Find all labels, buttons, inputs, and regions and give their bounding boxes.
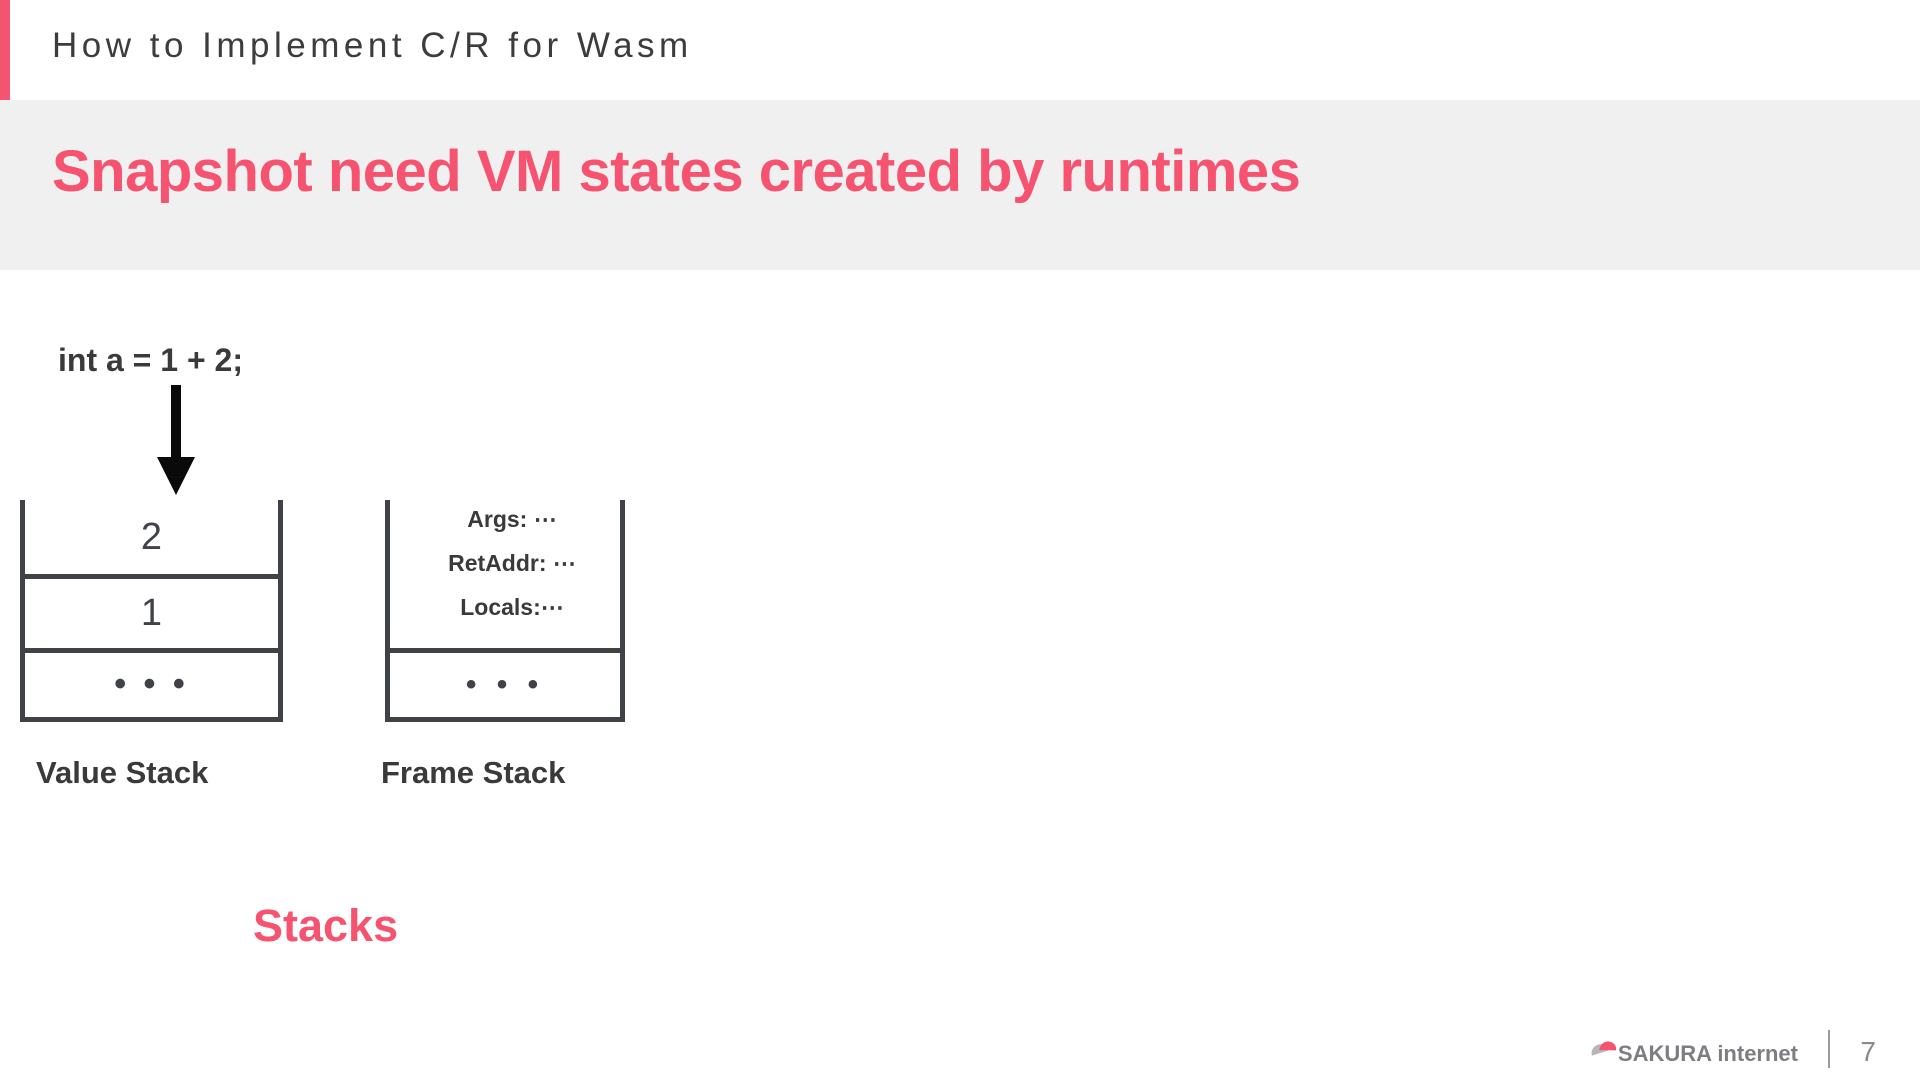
frame-field-retaddr: RetAddr: ⋯ — [448, 550, 576, 576]
footer-divider — [1828, 1030, 1830, 1068]
brand-name: SAKURA internet — [1617, 1041, 1798, 1066]
slide-header: How to Implement C/R for Wasm — [0, 0, 1920, 100]
slide-footer: SAKURA internet 7 — [1500, 1010, 1920, 1080]
page-title: How to Implement C/R for Wasm — [52, 26, 693, 65]
stacks-caption: Stacks — [253, 900, 399, 951]
value-stack-cell: • • • — [25, 648, 278, 722]
frame-stack-box: Args: ⋯ RetAddr: ⋯ Locals:⋯ • • • — [385, 500, 625, 722]
heading-text: Snapshot need VM states created by runti… — [52, 139, 1301, 204]
header-accent-bar — [0, 0, 10, 100]
heading-band: Snapshot need VM states created by runti… — [0, 100, 1920, 270]
value-stack-box: 2 1 • • • — [20, 500, 283, 722]
frame-stack-cell: Args: ⋯ RetAddr: ⋯ Locals:⋯ — [390, 500, 620, 648]
sakura-petal-icon — [1591, 1041, 1617, 1056]
down-arrow-icon — [157, 385, 195, 495]
value-stack-cell: 1 — [25, 574, 278, 648]
value-stack-cell: 2 — [140, 515, 163, 558]
diagram-area: int a = 1 + 2; 2 1 • • • Value Stack Arg… — [0, 270, 1920, 1010]
frame-field-args: Args: ⋯ — [467, 506, 557, 532]
frame-field-locals: Locals:⋯ — [460, 594, 564, 620]
page-number: 7 — [1860, 1036, 1876, 1067]
value-stack-label: Value Stack — [36, 755, 209, 790]
brand-logo: SAKURA internet — [1588, 1039, 1798, 1066]
code-line: int a = 1 + 2; — [58, 342, 243, 378]
frame-stack-cell: • • • — [390, 648, 620, 722]
frame-stack-label: Frame Stack — [381, 755, 566, 790]
